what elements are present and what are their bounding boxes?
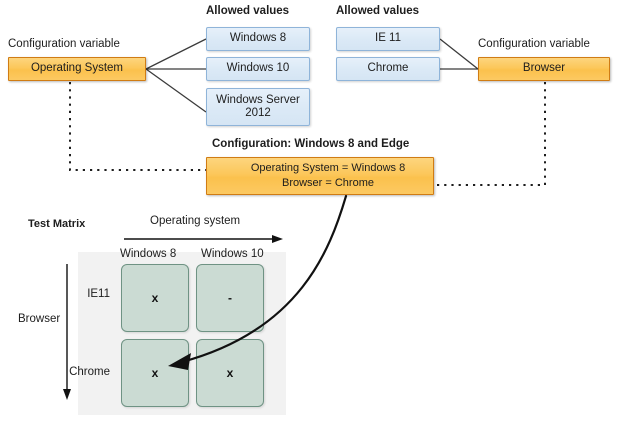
os-variable-box[interactable]: Operating System [8,57,146,81]
matrix-row-header-ie11: IE11 [87,288,110,300]
matrix-column-header-windows10: Windows 10 [201,248,264,260]
configuration-lines: Operating System = Windows 8 Browser = C… [230,161,426,191]
matrix-cell-ie11-windows10[interactable]: - [196,264,264,332]
os-allowed-value-label: Windows 8 [229,32,287,45]
connector-ie11-to-browser [439,38,479,70]
matrix-column-header-windows8: Windows 8 [120,248,177,260]
matrix-cell-chrome-windows8[interactable]: x [121,339,189,407]
dotted-path-os-to-configuration [69,82,206,171]
browser-allowed-value-chrome[interactable]: Chrome [336,57,440,81]
os-allowed-value-label: Windows Server 2012 [216,93,300,119]
configuration-line-browser: Browser = Chrome [281,177,374,189]
browser-variable-label: Browser [522,62,566,75]
os-allowed-value-windows8[interactable]: Windows 8 [206,27,310,51]
matrix-cell-value: x [151,366,159,380]
matrix-row-axis-arrowhead-icon [63,389,71,400]
os-variable-label: Operating System [30,62,124,75]
matrix-cell-value: - [228,291,232,305]
browser-allowed-value-label: Chrome [367,62,409,75]
matrix-column-axis-label: Operating system [150,215,241,227]
os-allowed-value-label: Windows 10 [226,62,290,75]
os-allowed-value-windows-server-2012[interactable]: Windows Server 2012 [206,88,310,126]
os-allowed-values-caption: Allowed values [206,5,290,17]
connector-os-to-winserver [145,68,207,113]
matrix-cell-value: x [151,291,159,305]
configuration-line-os: Operating System = Windows 8 [250,162,406,174]
connector-os-to-windows8 [145,38,207,70]
matrix-column-axis-arrowhead-icon [272,235,283,243]
configuration-caption: Configuration: Windows 8 and Edge [212,138,410,150]
test-matrix-title: Test Matrix [28,218,86,230]
matrix-row-axis-label: Browser [18,313,61,325]
browser-allowed-values-caption: Allowed values [336,5,420,17]
browser-variable-caption: Configuration variable [478,38,590,50]
matrix-row-header-chrome: Chrome [69,366,110,378]
os-variable-caption: Configuration variable [8,38,120,50]
matrix-cell-value: x [226,366,234,380]
browser-allowed-value-ie11[interactable]: IE 11 [336,27,440,51]
browser-variable-box[interactable]: Browser [478,57,610,81]
matrix-cell-chrome-windows10[interactable]: x [196,339,264,407]
browser-allowed-value-label: IE 11 [375,32,401,45]
matrix-cell-ie11-windows8[interactable]: x [121,264,189,332]
os-allowed-value-windows10[interactable]: Windows 10 [206,57,310,81]
